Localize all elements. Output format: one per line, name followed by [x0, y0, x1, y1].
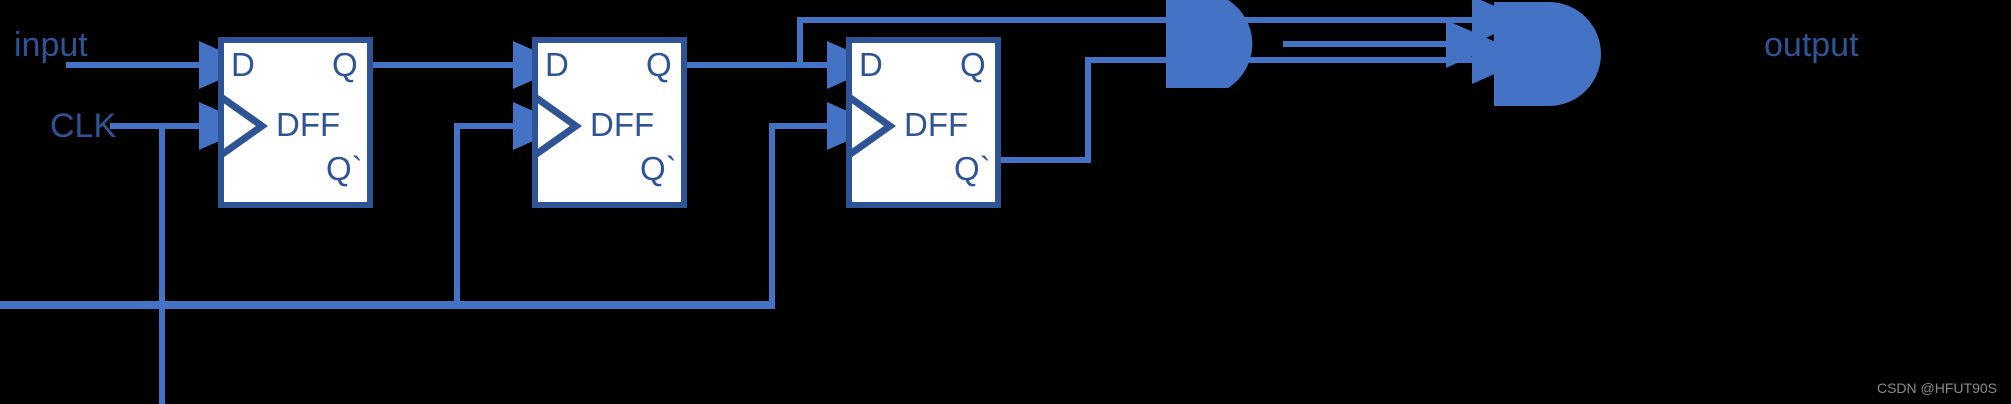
dff3-q-pin-label: Q [960, 46, 986, 83]
dff2-body-label: DFF [590, 106, 655, 143]
wire-clk-to-dff1 [110, 102, 253, 404]
dff2-box[interactable] [532, 37, 687, 208]
dff3-body-label: DFF [904, 106, 969, 143]
clk-label: CLK [50, 107, 117, 145]
wire-clk-to-dff3 [769, 102, 881, 305]
and-gate[interactable] [1166, 0, 1253, 90]
input-label: input [14, 26, 88, 64]
dff2-d-pin-label: D [545, 46, 569, 83]
dff3-box[interactable] [846, 37, 1001, 208]
wire-clk-to-dff2 [454, 102, 567, 305]
dff2-qbar-pin-label: Q` [640, 150, 677, 187]
dff1-d-pin-label: D [231, 46, 255, 83]
dff1-qbar-pin-label: Q` [326, 150, 363, 187]
and-gate-shape[interactable] [1494, 2, 1601, 106]
output-label: output [1764, 26, 1859, 64]
dff1-box[interactable] [218, 37, 373, 208]
dff3-qbar-pin-label: Q` [954, 150, 991, 187]
watermark: CSDN @HFUT90S [1876, 380, 1997, 396]
wire-dff3qbar-to-and-in2 [998, 36, 1526, 163]
dff1-q-pin-label: Q [332, 46, 358, 83]
dff2-q-pin-label: Q [646, 46, 672, 83]
wire-dff2q-to-and-in1 [797, 0, 1526, 65]
dff1-body-label: DFF [276, 106, 341, 143]
dff3-d-pin-label: D [859, 46, 883, 83]
